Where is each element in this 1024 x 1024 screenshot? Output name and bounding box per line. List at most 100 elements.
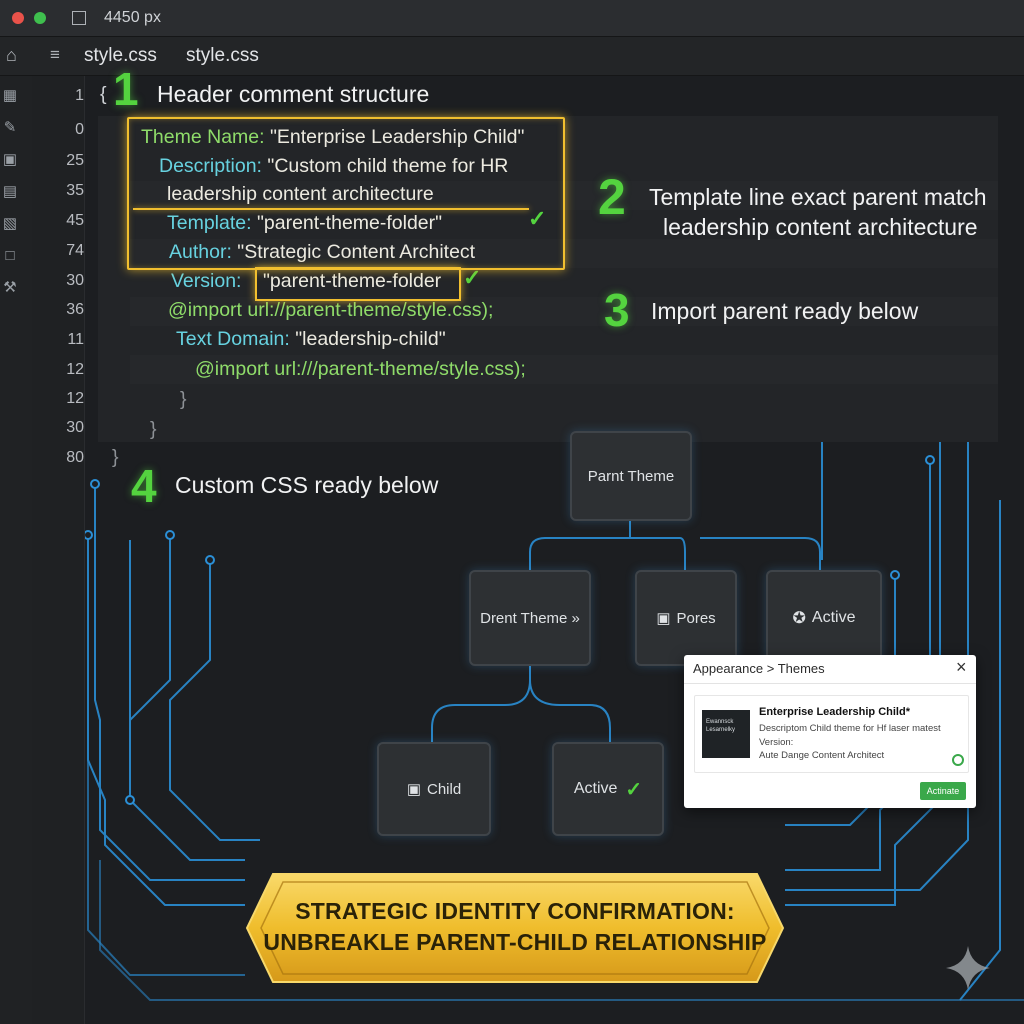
annotation-1-text: Header comment structure (157, 81, 430, 107)
annotation-number-2: 2 (598, 169, 626, 225)
theme-thumbnail: Ewannsck Lesarnelky (702, 710, 750, 758)
dialog-divider (684, 683, 976, 684)
header-highlight-box (127, 117, 565, 270)
node-child-label: Child (427, 780, 462, 798)
theme-author: Aute Dange Content Architect (759, 750, 885, 761)
tab-style-css-1[interactable]: style.css (84, 45, 157, 66)
confirmation-banner (245, 873, 785, 983)
hash-icon: ✪ (792, 610, 806, 627)
dialog-breadcrumb: Appearance > Themes (693, 661, 825, 676)
line-number: 30 (66, 272, 84, 289)
theme-card[interactable]: Ewannsck Lesarnelky Enterprise Leadershi… (694, 695, 969, 773)
list-icon[interactable]: ≡ (50, 45, 60, 64)
line-number: 0 (75, 121, 84, 138)
code-close-brace: } (180, 388, 187, 410)
home-icon[interactable]: ⌂ (6, 45, 17, 65)
code-line-import-2: @import url:///parent-theme/style.css); (195, 358, 526, 380)
activate-button-label: Actinate (926, 786, 960, 796)
annotation-2-text: Template line exact parent match (649, 184, 987, 210)
node-pores[interactable]: ▣ Pores (635, 570, 737, 666)
node-drent-theme-label: Drent Theme » (480, 609, 580, 627)
line-number-gutter: 1 0 25 35 45 74 30 36 11 12 12 30 80 (32, 76, 85, 1024)
box-icon: ▣ (656, 610, 671, 627)
line-number: 12 (66, 390, 84, 407)
check-icon: ✓ (625, 778, 643, 801)
close-icon[interactable]: × (956, 657, 967, 677)
activate-button[interactable]: Actinate (920, 782, 966, 800)
text-domain-value: "leadership-child" (295, 328, 446, 350)
code-open-brace: { (100, 83, 107, 105)
node-child[interactable]: ▣ Child (377, 742, 491, 836)
activity-bar: ▦ ✎ ▣ ▤ ▧ □ ⚒ (0, 76, 33, 1024)
line-number: 36 (66, 301, 84, 318)
code-line-template: Template: "parent-theme-folder" (167, 212, 442, 235)
code-close-brace: } (112, 446, 119, 468)
folder-icon[interactable]: ▧ (2, 215, 18, 232)
theme-name-value: "Enterprise Leadership Child" (269, 126, 525, 148)
header-highlight-underline (133, 208, 529, 210)
code-row-stripe (130, 297, 998, 326)
author-value: "Strategic Content Architect (237, 241, 476, 263)
line-number: 25 (66, 152, 84, 169)
box-icon: ▣ (406, 781, 421, 798)
annotation-3-text: Import parent ready below (651, 298, 919, 324)
title-bar: 4450 px (0, 0, 1024, 37)
line-number: 11 (67, 331, 84, 348)
node-pores-label: Pores (676, 609, 716, 627)
description-value: "Custom child theme for HR (267, 155, 509, 177)
layers-icon[interactable]: ▤ (2, 183, 18, 200)
theme-title: Enterprise Leadership Child* (759, 706, 910, 718)
line-number: 1 (75, 87, 84, 104)
theme-description: Descriptom Child theme for Hf laser mate… (759, 723, 941, 734)
code-line-text-domain: Text Domain: "leadership-child" (176, 328, 446, 351)
status-indicator-icon (952, 754, 964, 766)
line-number: 35 (66, 182, 84, 199)
description-key: Description: (159, 155, 262, 177)
code-block (98, 116, 998, 442)
node-parent-theme[interactable]: Parnt Theme (570, 431, 692, 521)
image-icon[interactable]: ▣ (2, 151, 18, 168)
banner-line-1: STRATEGIC IDENTITY CONFIRMATION: (295, 898, 735, 924)
node-parent-theme-label: Parnt Theme (587, 467, 675, 485)
square-icon[interactable]: □ (5, 247, 15, 264)
edit-icon[interactable]: ✎ (3, 119, 17, 136)
version-key: Version: (171, 270, 242, 292)
code-line-version: Version: (171, 270, 241, 293)
line-number: 80 (66, 449, 84, 466)
code-line-theme-name: Theme Name: "Enterprise Leadership Child… (141, 126, 524, 149)
check-icon: ✓ (463, 265, 482, 290)
code-close-brace: } (150, 418, 157, 440)
node-active-top[interactable]: ✪ Active (766, 570, 882, 666)
banner-line-2: UNBREAKLE PARENT-CHILD RELATIONSHIP (263, 929, 767, 955)
frame-icon (72, 11, 86, 25)
version-highlight-box (255, 267, 461, 301)
wrench-icon[interactable]: ⚒ (3, 279, 17, 296)
author-key: Author: (169, 241, 232, 263)
code-line-author: Author: "Strategic Content Architect (169, 241, 475, 264)
banner-text: STRATEGIC IDENTITY CONFIRMATION: UNBREAK… (245, 896, 785, 958)
node-drent-theme[interactable]: Drent Theme » (469, 570, 591, 666)
sparkle-icon (946, 946, 990, 990)
canvas-size-label: 4450 px (104, 9, 161, 26)
line-number: 30 (66, 419, 84, 436)
tab-style-css-2[interactable]: style.css (186, 45, 259, 66)
node-active-bottom[interactable]: Active ✓ (552, 742, 664, 836)
text-domain-key: Text Domain: (176, 328, 290, 350)
line-number: 12 (66, 361, 84, 378)
maximize-window-button[interactable] (34, 12, 46, 24)
node-active-bottom-label: Active (573, 780, 618, 797)
template-key: Template: (167, 212, 252, 234)
annotation-2-text-line2: leadership content architecture (663, 214, 978, 240)
close-window-button[interactable] (12, 12, 24, 24)
theme-thumbnail-text: Ewannsck Lesarnelky (706, 719, 736, 733)
grid-icon[interactable]: ▦ (2, 87, 18, 104)
line-number: 45 (66, 212, 84, 229)
annotation-number-3: 3 (604, 284, 630, 336)
tab-bar: ⌂ ≡ style.css style.css (0, 37, 1024, 76)
code-row-stripe (130, 355, 998, 384)
annotation-4-text: Custom CSS ready below (175, 472, 439, 498)
description-continuation: leadership content architecture (167, 183, 434, 205)
annotation-number-4: 4 (131, 460, 157, 512)
themes-dialog: Appearance > Themes × Ewannsck Lesarnelk… (684, 655, 976, 808)
code-line-import-1: @import url://parent-theme/style.css); (168, 299, 494, 321)
